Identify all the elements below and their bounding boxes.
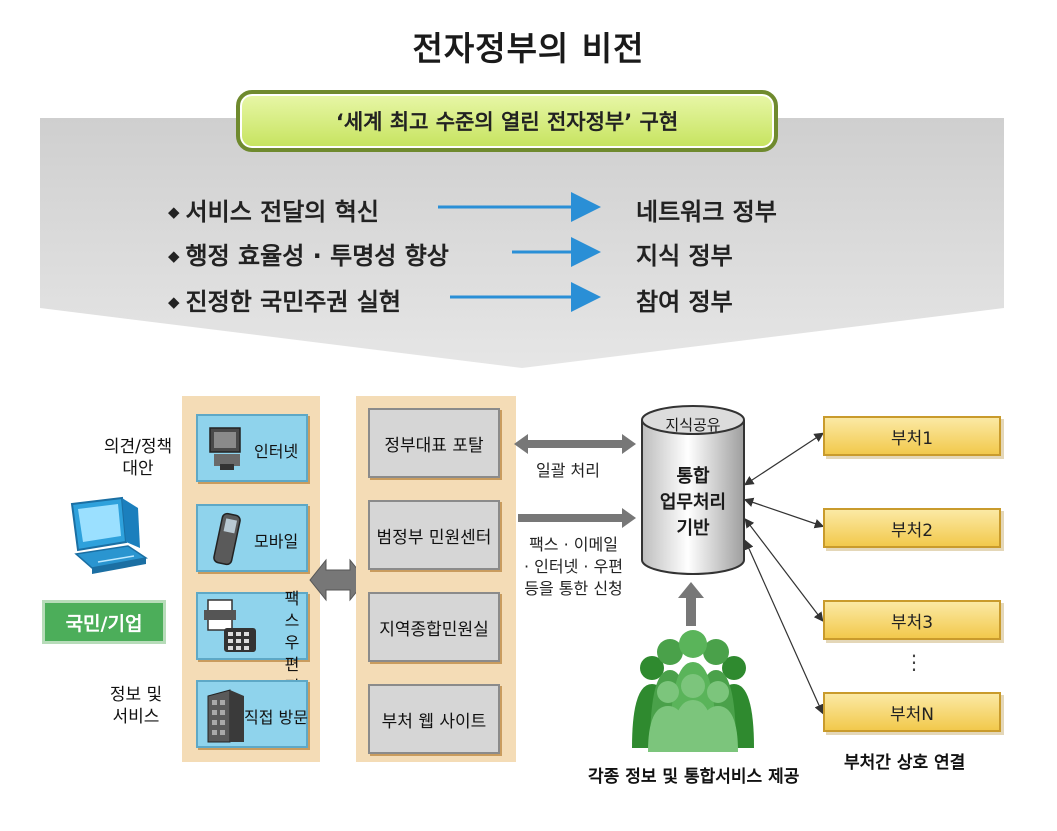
people-group-icon: [632, 630, 754, 752]
platform-top-label: 지식공유: [665, 416, 721, 434]
vision-row-label-3: ◆진정한 국민주권 실현: [168, 288, 401, 316]
dept-box-1: 부처1: [823, 416, 1001, 456]
up-arrow-icon: [678, 582, 704, 626]
page-title: 전자정부의 비전: [412, 29, 645, 68]
diamond-bullet-icon: ◆: [168, 293, 180, 311]
dept-links: [743, 432, 825, 715]
platform-arrows: [514, 434, 636, 528]
channel-label: 모바일: [254, 532, 299, 551]
service-gov-portal: 정부대표 포탈: [368, 408, 500, 478]
channel-label: 인터넷: [254, 442, 299, 461]
mobile-phone-icon: [213, 512, 241, 566]
platform-body-label: 통합 업무처리 기반: [659, 466, 727, 539]
dept-box-n: 부처N: [823, 692, 1001, 732]
channel-internet: 인터넷: [196, 414, 308, 482]
vision-arrows: [438, 192, 601, 312]
service-dept-website: 부처 웹 사이트: [368, 684, 500, 754]
fax-phone-icon: [204, 599, 256, 652]
channel-direct-visit: 직접 방문: [196, 680, 308, 748]
provide-label: 각종 정보 및 통합서비스 제공: [588, 767, 800, 787]
service-civil-center: 범정부 민원센터: [368, 500, 500, 570]
building-icon: [207, 689, 244, 743]
diamond-bullet-icon: ◆: [168, 247, 180, 265]
vision-target-1: 네트워크 정부: [636, 198, 777, 226]
computer-icon: [70, 496, 148, 574]
diamond-bullet-icon: ◆: [168, 203, 180, 221]
right-arrow-icon: [518, 508, 636, 528]
request-channels-label: 팩스 · 이메일 · 인터넷 · 우편 등을 통한 신청: [524, 535, 624, 598]
vision-row-label-1: ◆서비스 전달의 혁신: [168, 198, 379, 226]
service-column: 정부대표 포탈 범정부 민원센터 지역종합민원실 부처 웹 사이트: [356, 396, 516, 762]
channel-column: 인터넷 모바일 팩스 우편 전화: [182, 396, 320, 762]
dept-ellipsis: ⋮: [904, 650, 924, 674]
channel-mobile: 모바일: [196, 504, 308, 572]
channel-fax-mail-phone: 팩스 우편 전화: [196, 589, 308, 718]
computer-icon: [209, 427, 241, 470]
dept-box-3: 부처3: [823, 600, 1001, 640]
database-cylinder-icon: [641, 405, 745, 575]
service-regional-office: 지역종합민원실: [368, 592, 500, 662]
goal-banner: ‘세계 최고 수준의 열린 전자정부’ 구현: [236, 90, 778, 152]
vision-banner: [40, 118, 1004, 368]
vision-target-3: 참여 정부: [636, 288, 733, 316]
bidirectional-arrow-icon: [514, 434, 636, 454]
info-service-label: 정보 및 서비스: [109, 685, 163, 727]
batch-process-label: 일괄 처리: [536, 461, 600, 480]
vision-target-2: 지식 정부: [636, 242, 733, 270]
dept-caption: 부처간 상호 연결: [844, 753, 966, 773]
opinion-label: 의견/정책 대안: [103, 437, 173, 479]
dept-box-2: 부처2: [823, 508, 1001, 548]
citizen-business-box: 국민/기업: [42, 600, 166, 644]
channel-label: 직접 방문: [244, 708, 308, 727]
vision-row-label-2: ◆행정 효율성 · 투명성 향상: [168, 242, 449, 270]
